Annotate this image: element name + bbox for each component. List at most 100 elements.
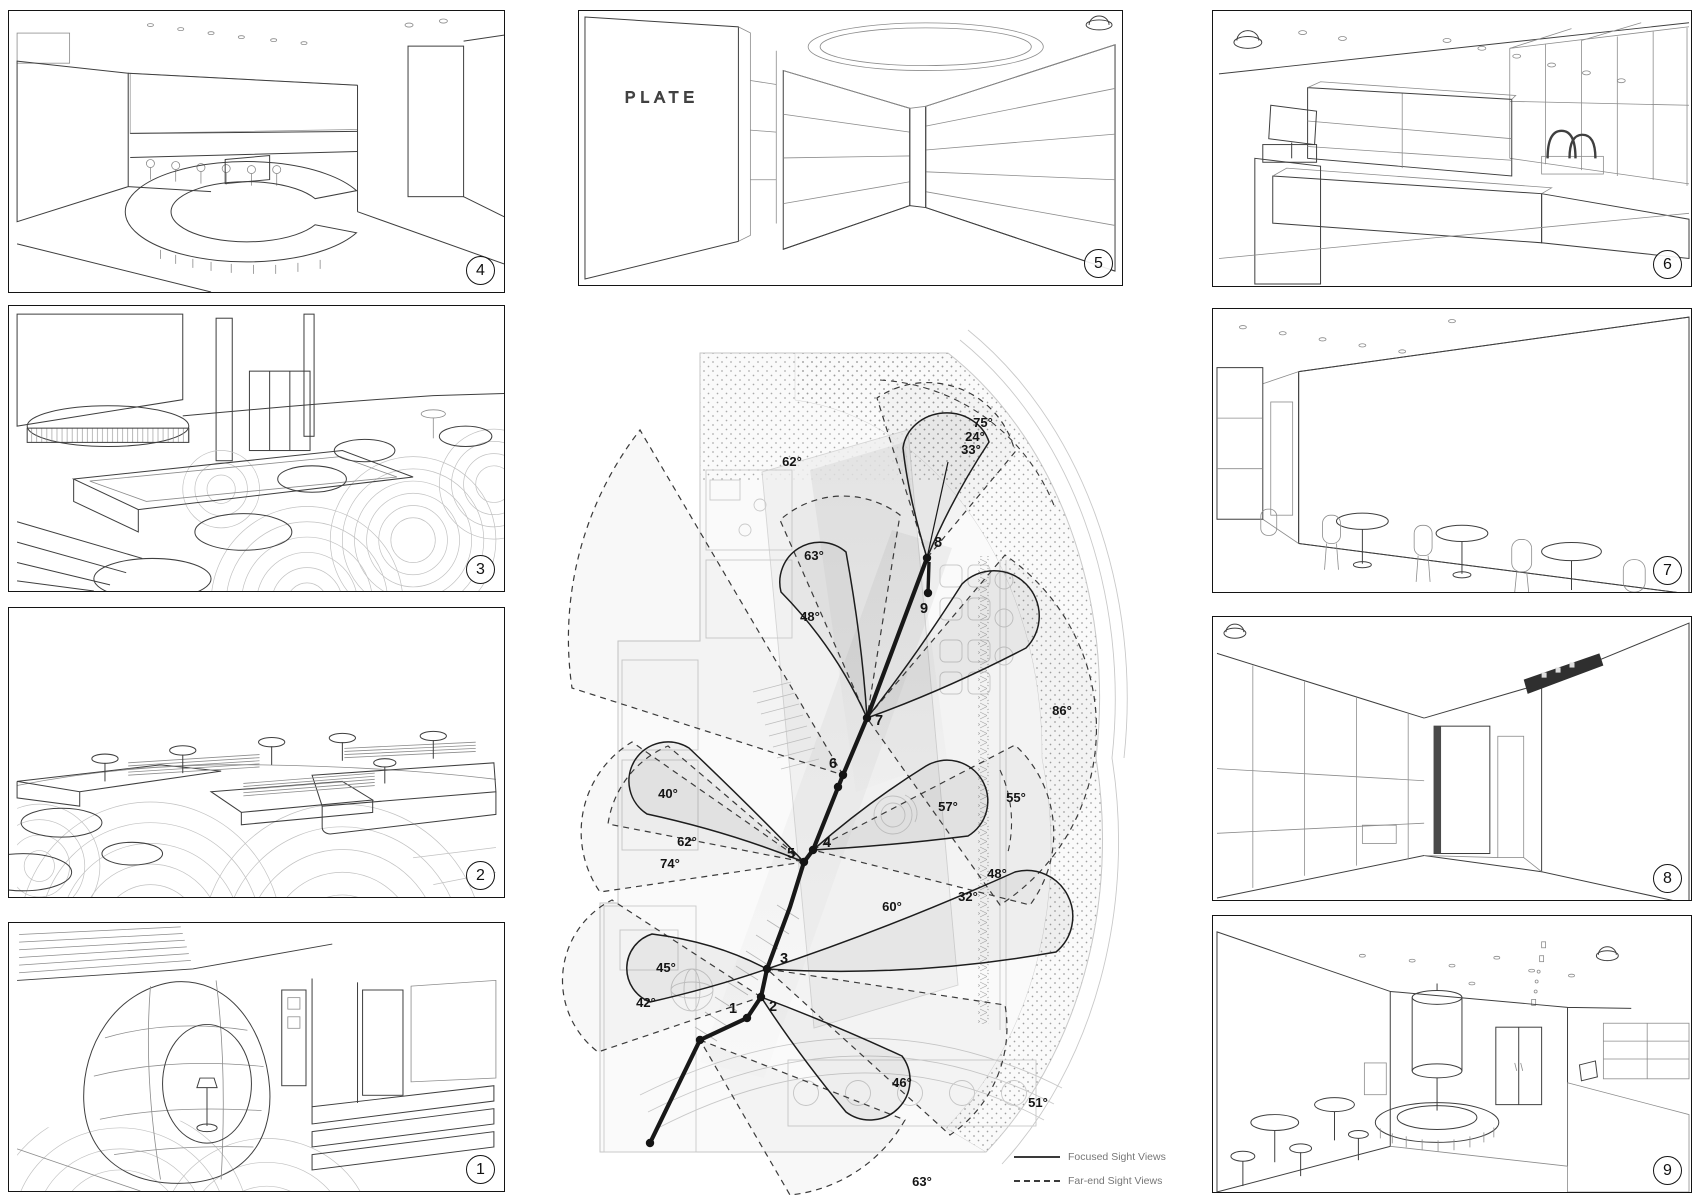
path-dot [695, 1035, 705, 1045]
steps [16, 521, 143, 591]
viewpoint-dot [799, 857, 809, 867]
steps [311, 1085, 495, 1171]
right-shelf-wall [925, 44, 1116, 272]
line-drawing-terrace-overview [9, 730, 497, 897]
egg-pod [83, 980, 271, 1184]
viewpoint-number: 6 [829, 756, 837, 772]
viewpoint-dot [762, 964, 772, 974]
legend-item-focused: Focused Sight Views [1014, 1150, 1184, 1164]
perspective-view-panel-6: 6 [1212, 10, 1692, 287]
wine-shelf-wall [16, 313, 184, 427]
bottle-rack-wall [1541, 622, 1690, 900]
solid-line-sample [1014, 1156, 1060, 1158]
perspective-view-panel-4: 4 [8, 10, 505, 293]
doorway [1497, 735, 1525, 858]
angle-label: 51° [1028, 1095, 1048, 1110]
line-drawing-curved-bench-hall [16, 18, 504, 292]
panel-number-badge: 3 [466, 555, 495, 584]
wavy-floor-pattern [17, 1106, 374, 1191]
left-shelf-wall [782, 69, 911, 250]
back-shelves [410, 980, 497, 1083]
perspective-view-panel-9: 9 [1212, 915, 1692, 1193]
line-drawing-plate-storage: PLATE [584, 15, 1116, 280]
panel-number: 8 [1663, 869, 1672, 887]
sightline-floor-plan: 75°24°33°62°63°48°86°40°55°57°62°74°48°3… [548, 298, 1138, 1200]
vent-grille [16, 32, 71, 64]
legend-label: Far-end Sight Views [1068, 1175, 1163, 1187]
open-shelf-unit [1307, 81, 1517, 177]
viewpoint-number: 7 [875, 713, 883, 729]
storefront-sign [1523, 653, 1604, 694]
viewpoint-dot [838, 770, 848, 780]
path-dot [833, 782, 843, 792]
back-shelf-wall [129, 72, 358, 134]
plan-legend: Focused Sight Views Far-end Sight Views [1014, 1150, 1184, 1198]
slatted-partition [1433, 725, 1491, 855]
wavy-floor-pattern [17, 801, 485, 897]
wall-hatch-band [978, 556, 989, 1024]
glass-wall [1216, 652, 1425, 899]
stone-wall [1216, 931, 1391, 1192]
line-drawing-wine-wall [1216, 316, 1690, 592]
dome-camera [1223, 623, 1247, 639]
perspective-view-panel-7: 7 [1212, 308, 1692, 593]
plate-sign: PLATE [625, 89, 699, 106]
perspective-view-panel-2: 2 [8, 607, 505, 898]
viewpoint-number: 2 [769, 999, 777, 1015]
wine-shelf-wall [16, 60, 129, 223]
panel-number: 3 [476, 560, 485, 578]
focused-sight-petals [626, 412, 1074, 1121]
panel-number: 5 [1094, 254, 1103, 272]
line-drawing-egg-pod [16, 926, 497, 1191]
viewpoint-dot [742, 1013, 752, 1023]
panel-number-badge: 7 [1653, 556, 1682, 585]
wavy-floor-pattern [182, 428, 504, 591]
poufs [93, 409, 493, 591]
wall-tables-stools [1230, 1062, 1387, 1187]
dashed-line-sample [1014, 1180, 1060, 1182]
panel-number: 2 [476, 866, 485, 884]
angle-label: 42° [636, 995, 656, 1010]
line-drawing-stone-lounge [1216, 931, 1690, 1192]
viewpoint-number: 1 [729, 1001, 737, 1017]
angle-label: 48° [987, 866, 1007, 881]
glass-partition [1509, 22, 1690, 186]
angle-label: 33° [961, 442, 981, 457]
panel-number-badge: 5 [1084, 249, 1113, 278]
round-tables [91, 730, 447, 784]
planter-table [71, 450, 414, 533]
doorway [1270, 401, 1294, 516]
perspective-view-panel-5: PLATE 5 [578, 10, 1123, 286]
slatted-screen [1216, 367, 1264, 520]
angle-label: 55° [1006, 790, 1026, 805]
angle-label: 60° [882, 899, 902, 914]
basin-counter [1361, 824, 1397, 844]
perspective-view-panel-3: 3 [8, 305, 505, 592]
viewpoint-dot [862, 713, 872, 723]
panel-number: 9 [1663, 1161, 1672, 1179]
plan-annotations: 75°24°33°62°63°48°86°40°55°57°62°74°48°3… [636, 415, 1072, 1189]
legend-label: Focused Sight Views [1068, 1151, 1166, 1163]
angle-label: 40° [658, 786, 678, 801]
legend-item-farend: Far-end Sight Views [1014, 1174, 1184, 1188]
angle-label: 63° [912, 1174, 932, 1189]
viewpoint-dot [808, 845, 818, 855]
slat-benches [128, 741, 476, 797]
panel-number: 7 [1663, 561, 1672, 579]
panel-number: 4 [476, 261, 485, 279]
dome-camera [1233, 30, 1263, 49]
plate-cabinet: PLATE [584, 16, 777, 280]
far-end-sight-fans [561, 379, 1098, 1196]
curved-bench [124, 154, 358, 274]
perspective-view-panel-1: 1 [8, 922, 505, 1192]
line-drawing-bar-counter [1218, 22, 1690, 285]
tables-and-chairs [1260, 508, 1646, 592]
angle-label: 24° [965, 429, 985, 444]
angle-label: 46° [892, 1075, 912, 1090]
viewpoint-number: 8 [934, 535, 942, 551]
pod-lamp [196, 1077, 218, 1133]
panel-number-badge: 1 [466, 1155, 495, 1184]
panel-number: 1 [476, 1160, 485, 1178]
dome-camera [1595, 946, 1619, 962]
angle-label: 57° [938, 799, 958, 814]
